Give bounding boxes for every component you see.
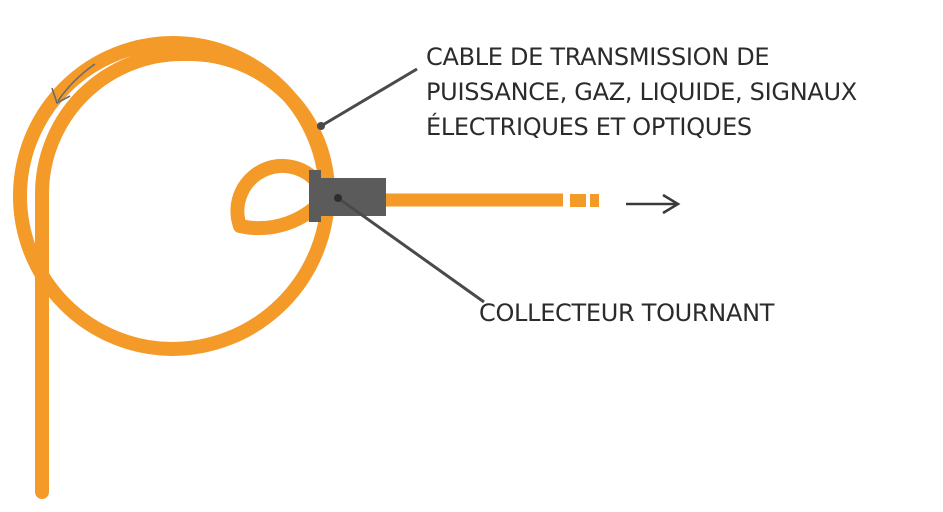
collector-leader-dot (334, 194, 342, 202)
output-cable-segment (570, 194, 586, 207)
rotary-collector-flange (309, 170, 321, 222)
rotary-collector-body (319, 178, 386, 216)
cable-label: CABLE DE TRANSMISSION DE PUISSANCE, GAZ,… (426, 40, 857, 145)
cable-label-line-2: PUISSANCE, GAZ, LIQUIDE, SIGNAUX (426, 78, 857, 106)
spiral-cable (13, 36, 335, 499)
curved-arrow-counterclockwise-icon (51, 63, 96, 104)
cable-label-line-1: CABLE DE TRANSMISSION DE (426, 43, 770, 71)
collector-leader-line (337, 196, 485, 304)
cable-label-line-3: ÉLECTRIQUES ET OPTIQUES (426, 113, 752, 141)
collector-label: COLLECTEUR TOURNANT (479, 299, 775, 327)
cable-leader-dot (317, 122, 325, 130)
arrow-right-icon (626, 193, 681, 215)
cable-leader-line (320, 67, 418, 128)
output-cable-end (590, 194, 599, 207)
